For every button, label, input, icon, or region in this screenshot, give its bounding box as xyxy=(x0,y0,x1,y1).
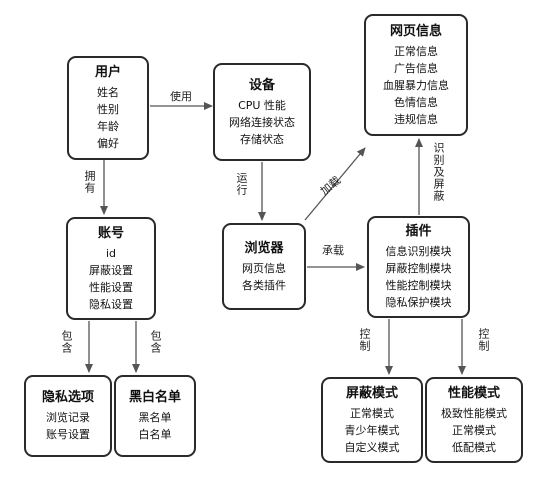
node-item: 各类插件 xyxy=(242,278,286,292)
node-block-mode: 屏蔽模式 正常模式 青少年模式 自定义模式 xyxy=(321,377,423,463)
node-item: 隐私保护模块 xyxy=(385,296,452,309)
node-item: 正常模式 xyxy=(350,406,394,420)
node-title: 黑白名单 xyxy=(128,390,181,405)
edge-label-identify: 识别及屏蔽 xyxy=(432,142,445,202)
node-browser: 浏览器 网页信息 各类插件 xyxy=(222,223,306,310)
node-item: 屏蔽控制模块 xyxy=(385,262,452,275)
node-item: 性别 xyxy=(97,103,119,116)
node-blacklist: 黑白名单 黑名单 白名单 xyxy=(114,375,196,457)
node-item: 屏蔽设置 xyxy=(89,263,133,277)
node-perf-mode: 性能模式 极致性能模式 正常模式 低配模式 xyxy=(425,377,523,463)
node-title: 插件 xyxy=(405,224,432,239)
node-item: 青少年模式 xyxy=(344,423,400,437)
node-user: 用户 姓名 性别 年龄 偏好 xyxy=(67,56,149,160)
node-item: 极致性能模式 xyxy=(441,406,507,420)
edge-browser-webinfo xyxy=(304,147,366,221)
node-item: 血腥暴力信息 xyxy=(383,78,449,92)
node-title: 网页信息 xyxy=(389,23,442,39)
node-item: 存储状态 xyxy=(240,132,284,146)
node-item: id xyxy=(105,246,117,260)
node-title: 用户 xyxy=(94,65,121,80)
edge-label-contain-blacklist: 包含 xyxy=(149,330,162,354)
node-item: 网络连接状态 xyxy=(229,115,295,129)
node-item: CPU 性能 xyxy=(238,98,286,112)
node-account: 账号 id 屏蔽设置 性能设置 隐私设置 xyxy=(66,217,156,320)
node-item: 广告信息 xyxy=(394,61,438,75)
node-item: 性能设置 xyxy=(89,280,133,294)
node-item: 自定义模式 xyxy=(344,440,400,454)
node-item: 偏好 xyxy=(97,137,119,150)
node-title: 屏蔽模式 xyxy=(345,385,398,401)
node-item: 性能控制模块 xyxy=(385,279,452,292)
edge-label-contain-privacy: 包含 xyxy=(60,330,73,354)
node-item: 隐私设置 xyxy=(89,297,133,311)
node-title: 隐私选项 xyxy=(41,390,94,405)
edge-label-control-block: 控制 xyxy=(358,328,371,352)
edge-label-use: 使用 xyxy=(170,90,192,103)
node-item: 白名单 xyxy=(138,428,172,441)
node-item: 正常信息 xyxy=(394,44,438,58)
node-title: 账号 xyxy=(97,225,124,241)
node-item: 姓名 xyxy=(97,86,119,99)
node-webinfo: 网页信息 正常信息 广告信息 血腥暴力信息 色情信息 违规信息 xyxy=(364,14,468,136)
node-item: 浏览记录 xyxy=(46,411,90,424)
node-item: 违规信息 xyxy=(394,112,438,126)
node-item: 年龄 xyxy=(97,120,119,133)
node-plugin: 插件 信息识别模块 屏蔽控制模块 性能控制模块 隐私保护模块 xyxy=(367,216,470,318)
node-title: 性能模式 xyxy=(447,385,500,401)
node-item: 色情信息 xyxy=(394,95,438,109)
edge-label-carry: 承载 xyxy=(322,244,344,257)
node-item: 信息识别模块 xyxy=(385,245,452,258)
node-item: 网页信息 xyxy=(242,261,286,275)
node-title: 浏览器 xyxy=(244,240,284,256)
node-item: 黑名单 xyxy=(138,411,172,424)
node-item: 正常模式 xyxy=(452,423,496,437)
node-privacy-options: 隐私选项 浏览记录 账号设置 xyxy=(24,375,112,457)
node-item: 低配模式 xyxy=(452,440,496,454)
node-item: 账号设置 xyxy=(46,428,90,441)
edge-label-run: 运行 xyxy=(235,172,248,196)
edge-label-own: 拥有 xyxy=(83,170,96,194)
node-title: 设备 xyxy=(248,77,275,93)
node-device: 设备 CPU 性能 网络连接状态 存储状态 xyxy=(213,63,311,161)
edge-label-control-perf: 控制 xyxy=(477,328,490,352)
